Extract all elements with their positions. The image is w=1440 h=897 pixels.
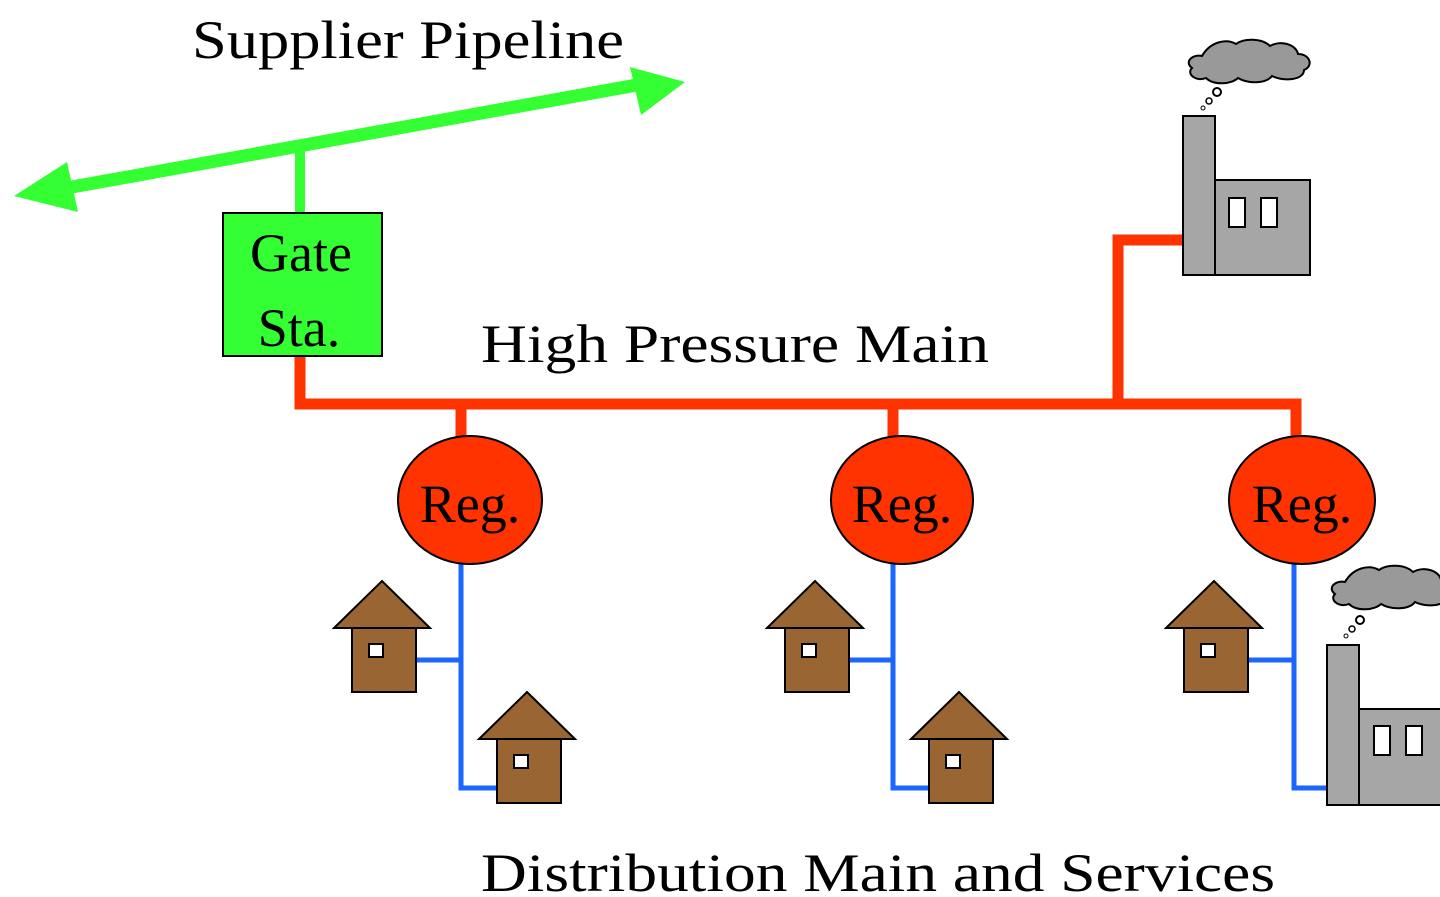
house-icon [1165, 580, 1263, 693]
regulator-2: Reg. [830, 435, 974, 565]
smoke-cloud-icon [1330, 564, 1440, 639]
supplier-pipeline [14, 67, 685, 212]
high-pressure-main-label: High Pressure Main [481, 314, 989, 374]
regulator-3: Reg. [1228, 435, 1376, 565]
high-pressure-main [294, 234, 1302, 440]
gate-station-label-line2: Sta. [258, 298, 341, 358]
regulator-1-label: Reg. [420, 474, 521, 534]
regulator-1: Reg. [397, 435, 543, 565]
house-icon [333, 580, 431, 693]
distribution-main [414, 560, 1329, 791]
factory-icon [1326, 644, 1440, 806]
smoke-cloud-icon [1187, 38, 1311, 111]
distribution-label: Distribution Main and Services [481, 843, 1275, 897]
regulator-3-label: Reg. [1252, 474, 1353, 534]
supplier-pipeline-label: Supplier Pipeline [192, 10, 624, 70]
gate-station-label-line1: Gate [250, 223, 352, 283]
house-icon [766, 580, 864, 693]
factory-icon [1182, 115, 1311, 276]
regulator-2-label: Reg. [852, 474, 953, 534]
gate-station: Gate Sta. [222, 212, 383, 358]
